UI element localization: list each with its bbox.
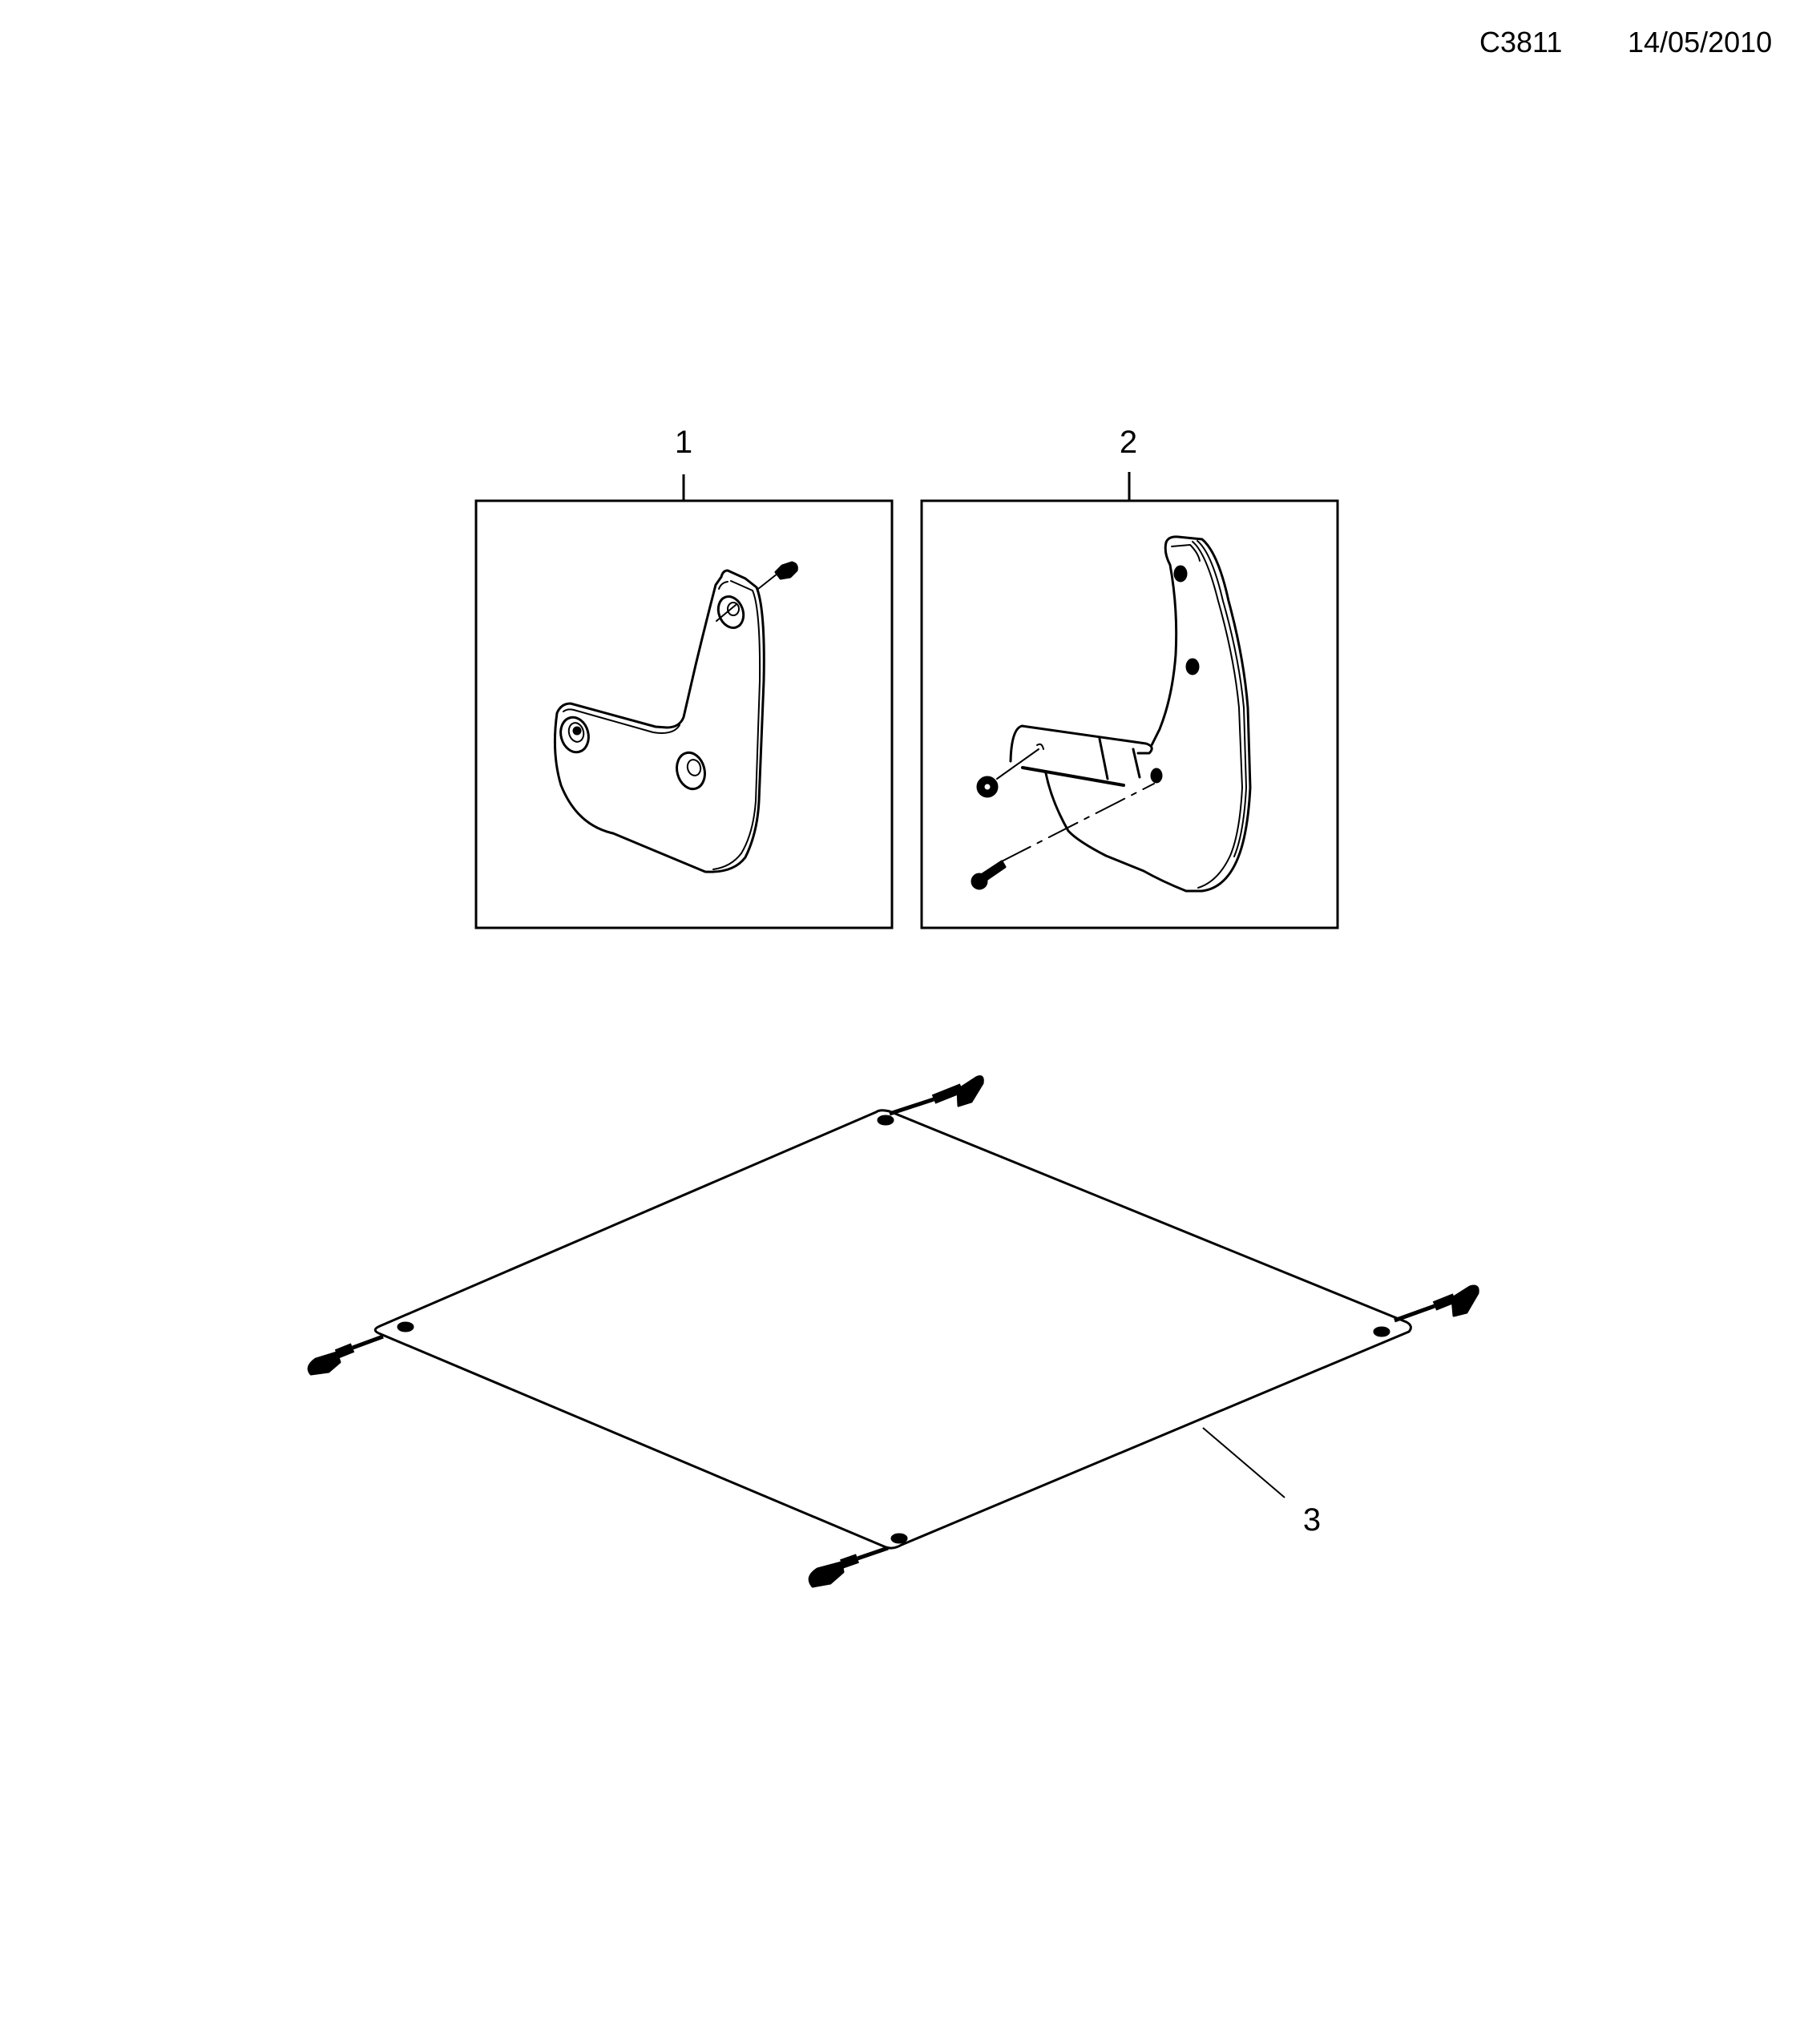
callout-3-leader (1202, 1427, 1285, 1498)
callout-2-label: 2 (1119, 425, 1138, 460)
mudguard-2-drawing (971, 535, 1252, 893)
net-hook-bottom (808, 1533, 908, 1588)
net-hook-right (1373, 1284, 1479, 1337)
net-hook-left (307, 1321, 414, 1376)
callout-3-label: 3 (1302, 1502, 1322, 1538)
mudguard-1-drawing (553, 561, 798, 873)
diagram-code: C3811 (1479, 26, 1563, 58)
net-hook-top (877, 1075, 984, 1126)
callout-1-label: 1 (674, 425, 693, 460)
luggage-net-drawing (307, 1075, 1479, 1588)
diagram-date: 14/05/2010 (1628, 26, 1773, 58)
part-1-frame (474, 499, 894, 929)
part-2-frame (920, 499, 1339, 929)
